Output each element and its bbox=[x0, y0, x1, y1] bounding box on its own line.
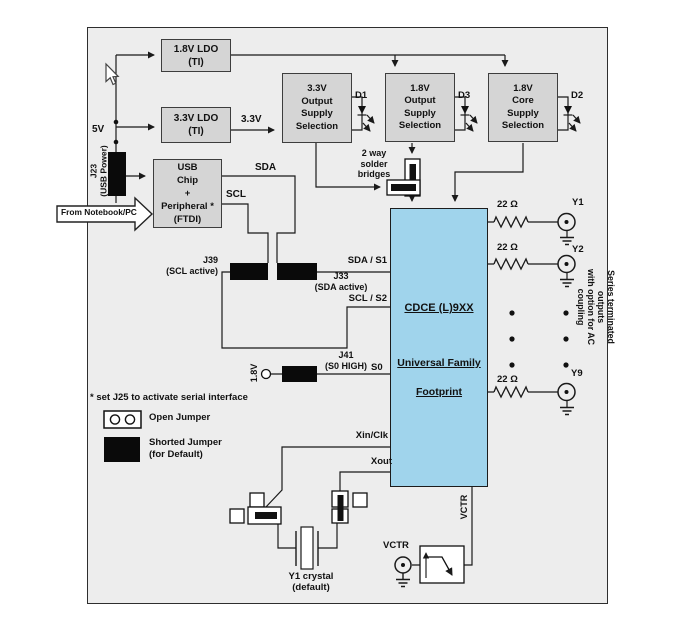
chip-family: Universal Family bbox=[397, 357, 481, 369]
label-d1: D1 bbox=[355, 90, 368, 101]
jumper-j41 bbox=[282, 366, 317, 382]
loop-filter bbox=[419, 545, 465, 584]
chip-name: CDCE (L)9XX bbox=[404, 302, 474, 314]
label-shorted-jumper: Shorted Jumper (for Default) bbox=[149, 437, 222, 460]
block-1v8-core-supply: 1.8V Core Supply Selection bbox=[488, 73, 558, 142]
label-series-note: Series terminated outputs with option fo… bbox=[576, 269, 616, 345]
crystal-jumpers bbox=[229, 490, 368, 525]
junction-dots bbox=[113, 119, 569, 368]
label-r22-1: 22 Ω bbox=[497, 199, 518, 210]
label-j33: J33 (SDA active) bbox=[314, 271, 368, 292]
arrow-wires bbox=[116, 51, 524, 202]
label-xin: Xin/Clk bbox=[355, 430, 388, 441]
label-j39: J39 (SCL active) bbox=[166, 255, 218, 276]
label-scl: SCL bbox=[226, 189, 246, 200]
label-sda: SDA bbox=[255, 162, 277, 173]
output-connectors bbox=[557, 212, 576, 402]
label-y9: Y9 bbox=[571, 368, 583, 379]
label-y2: Y2 bbox=[572, 244, 584, 255]
label-s0: S0 bbox=[371, 362, 383, 373]
block-3v3-output-supply: 3.3V Output Supply Selection bbox=[282, 73, 352, 143]
label-y1: Y1 bbox=[572, 197, 584, 208]
label-d2: D2 bbox=[571, 90, 584, 101]
block-1v8-output-supply: 1.8V Output Supply Selection bbox=[385, 73, 455, 142]
label-r22-2: 22 Ω bbox=[497, 242, 518, 253]
wires bbox=[115, 54, 569, 566]
label-sda-s1: SDA / S1 bbox=[347, 255, 387, 266]
label-xout: Xout bbox=[370, 456, 392, 467]
jumper-j23 bbox=[108, 152, 126, 196]
label-vctr-pin: VCTR bbox=[459, 494, 469, 520]
1v8-terminal bbox=[260, 368, 272, 380]
vctr-connector bbox=[394, 556, 412, 574]
mouse-cursor-icon bbox=[105, 62, 120, 86]
label-1v8: 1.8V bbox=[249, 363, 259, 383]
block-cdce9xx-chip: CDCE (L)9XX Universal Family Footprint bbox=[390, 208, 488, 487]
jumper-j33 bbox=[277, 263, 317, 280]
crystal-symbol bbox=[295, 526, 319, 570]
from-pc-arrow bbox=[56, 196, 154, 232]
jumper-j39 bbox=[230, 263, 268, 280]
block-usb-chip: USB Chip + Peripheral * (FTDI) bbox=[153, 159, 222, 228]
label-j23: J23 (USB Power) bbox=[88, 145, 109, 197]
legend-open-jumper-symbol bbox=[103, 410, 142, 429]
label-solder-bridges: 2 way solder bridges bbox=[357, 148, 391, 179]
label-scl-s2: SCL / S2 bbox=[348, 293, 387, 304]
chip-footprint: Footprint bbox=[415, 386, 463, 398]
block-3v3-ldo: 3.3V LDO (TI) bbox=[161, 107, 231, 143]
label-y1-crystal: Y1 crystal (default) bbox=[288, 571, 334, 593]
label-5v: 5V bbox=[92, 124, 105, 135]
label-open-jumper: Open Jumper bbox=[149, 412, 211, 423]
label-d3: D3 bbox=[458, 90, 471, 101]
solder-bridge-symbols bbox=[386, 158, 421, 197]
block-1v8-ldo: 1.8V LDO (TI) bbox=[161, 39, 231, 72]
label-vctr: VCTR bbox=[383, 540, 409, 551]
resistor-22ohm-symbols bbox=[493, 215, 529, 399]
label-r22-3: 22 Ω bbox=[497, 374, 518, 385]
label-3v3: 3.3V bbox=[241, 114, 262, 125]
label-j41: J41 (S0 HIGH) bbox=[324, 350, 367, 371]
legend-shorted-jumper-symbol bbox=[104, 437, 140, 462]
label-serial-note: * set J25 to activate serial interface bbox=[90, 392, 248, 403]
ground-symbols bbox=[396, 236, 574, 588]
label-from-pc: From Notebook/PC bbox=[61, 207, 137, 217]
led-symbols bbox=[357, 106, 581, 132]
